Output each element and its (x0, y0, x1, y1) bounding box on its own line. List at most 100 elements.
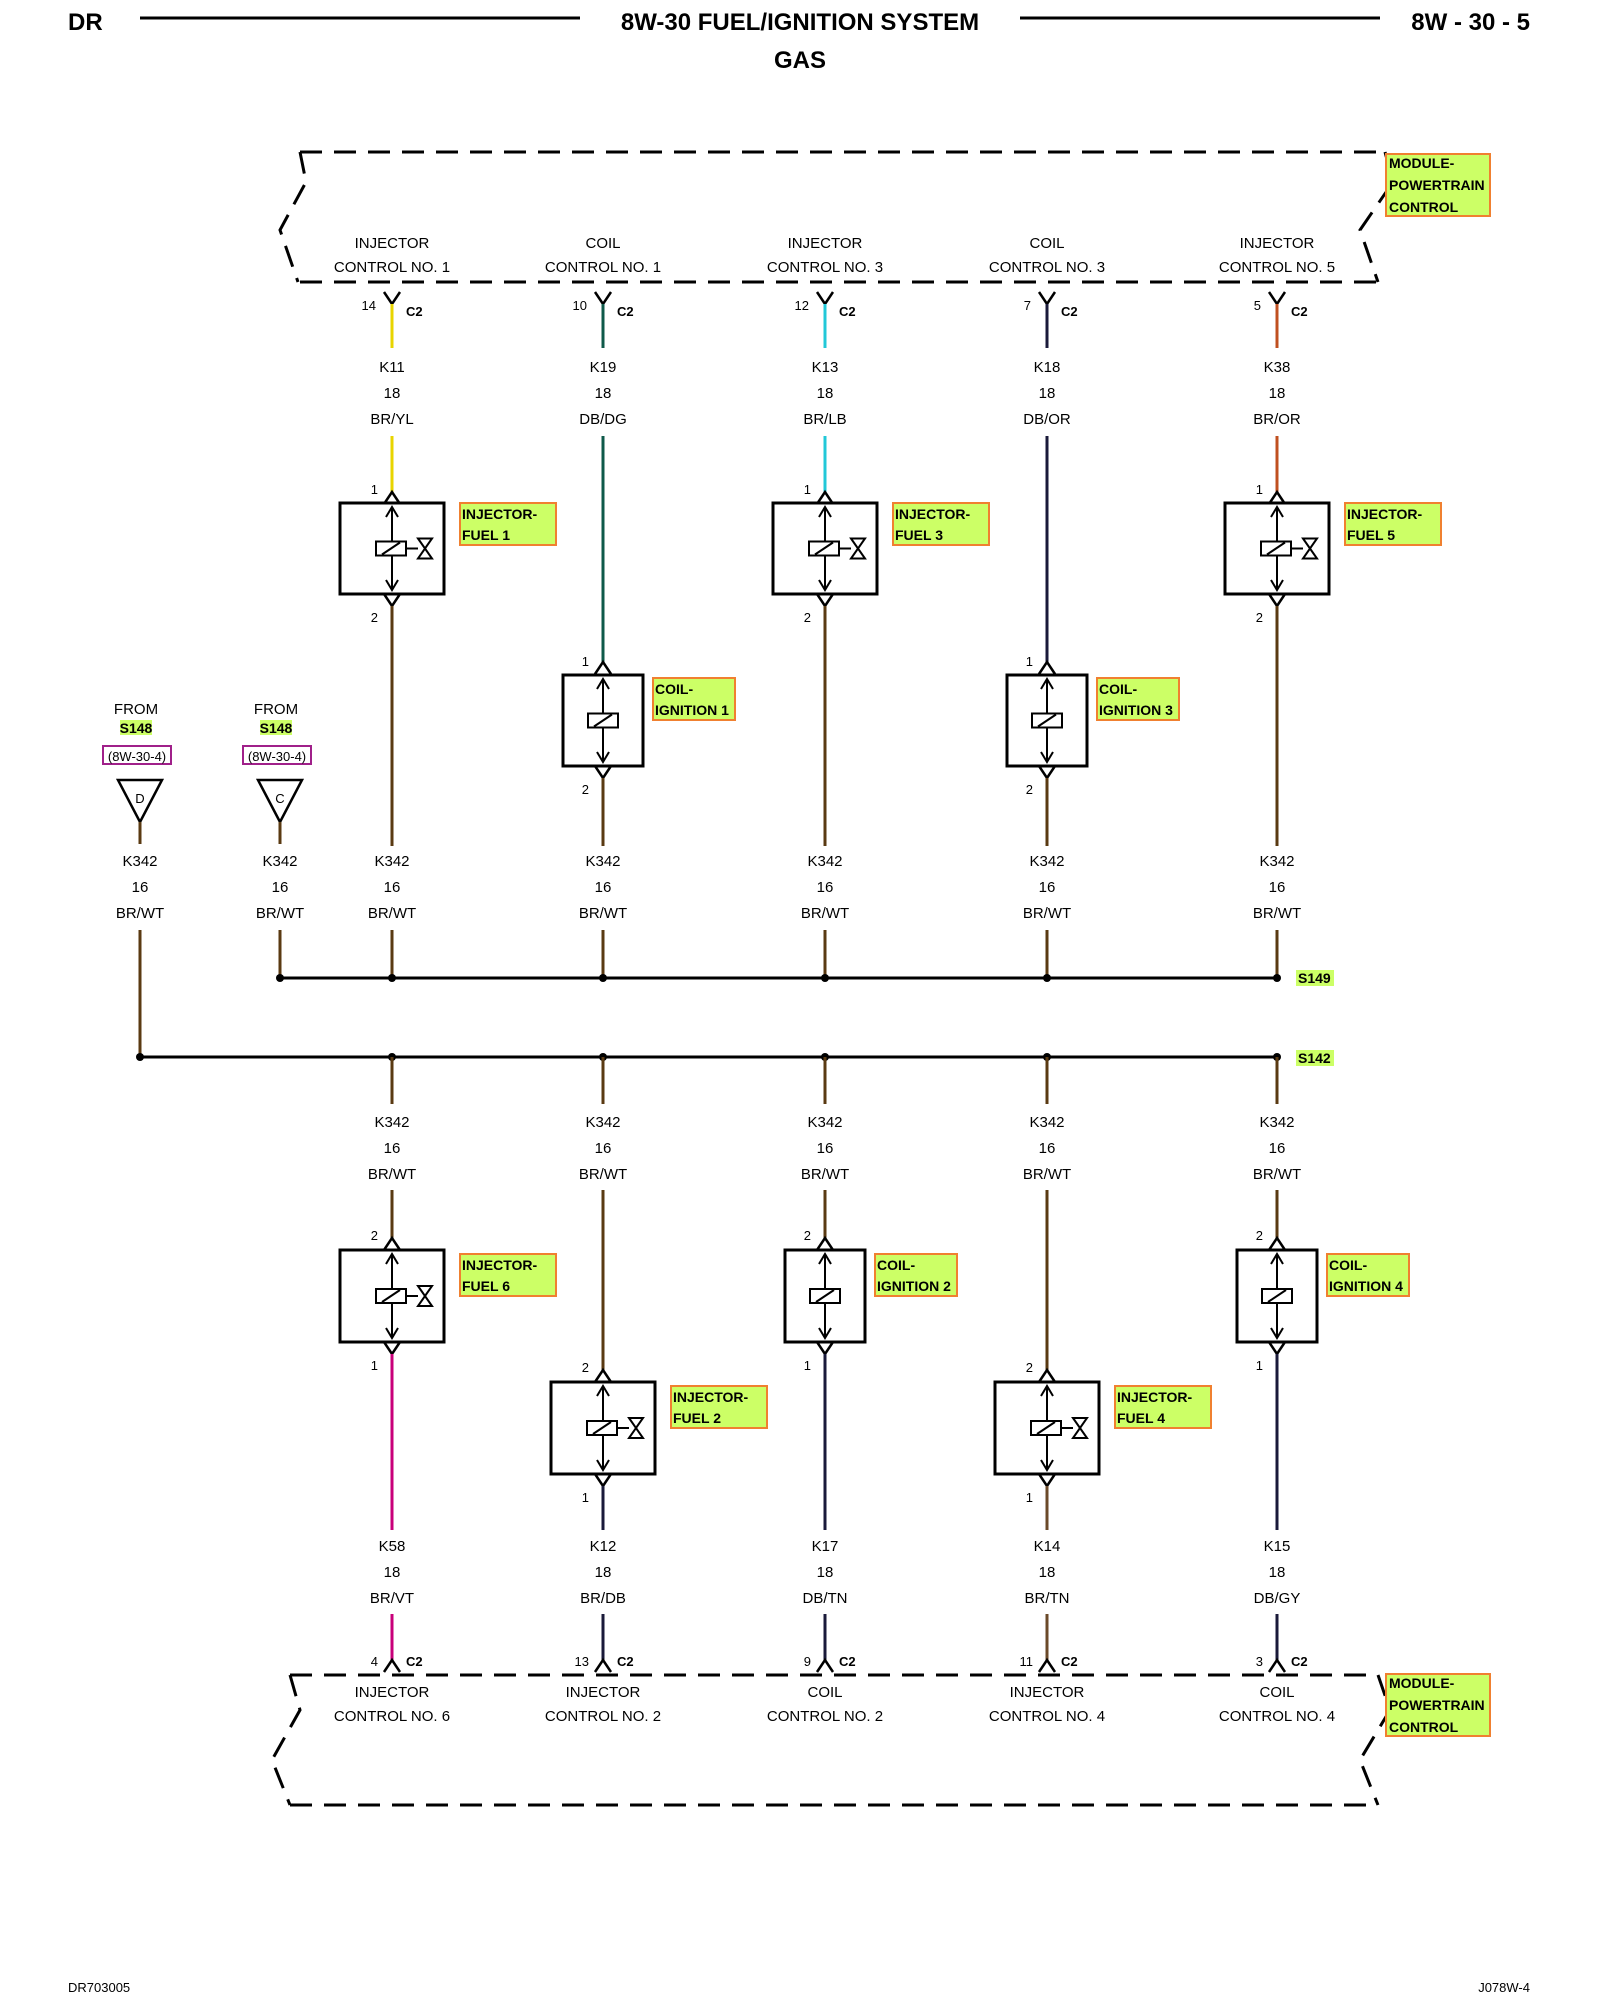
component-label: INJECTOR-FUEL 4 (1114, 1385, 1212, 1429)
pcm-function-label: CONTROL NO. 3 (989, 259, 1105, 276)
pcm-function-label: COIL (807, 1684, 842, 1701)
from-label: FROM (254, 701, 298, 718)
ignition-coil-symbol (1235, 1248, 1319, 1344)
connector-terminal (1267, 1341, 1287, 1357)
wire-circuit-id: K342 (374, 853, 409, 870)
component-pin-in: 2 (804, 1228, 811, 1243)
pcm-pin-number: 11 (1020, 1654, 1034, 1669)
pcm-function-label: CONTROL NO. 5 (1219, 259, 1335, 276)
component-label: INJECTOR-FUEL 6 (459, 1253, 557, 1297)
wire-gauge: 18 (384, 1564, 401, 1581)
connector-cavity: C (275, 791, 284, 806)
component-pin-out: 2 (371, 610, 378, 625)
svg-text:MODULE-: MODULE- (1389, 1675, 1455, 1691)
pcm-function-label: INJECTOR (355, 235, 430, 252)
injector-arrow-up (385, 505, 399, 518)
component-label-line: FUEL 6 (462, 1278, 510, 1294)
svg-text:CONTROL: CONTROL (1389, 1719, 1459, 1735)
coil-slash (593, 713, 613, 728)
injector-arrow-up (596, 1384, 610, 1397)
wire-color-code: BR/YL (370, 411, 413, 428)
wire-color-code: DB/OR (1023, 411, 1071, 428)
component-label-box (892, 502, 990, 546)
module-label-bottom: MODULE- POWERTRAIN CONTROL (1385, 1673, 1491, 1737)
component-label: INJECTOR- FUEL 2 (670, 1385, 768, 1429)
wire-color-code: DB/TN (803, 1590, 848, 1607)
injector-arrow-up (385, 1252, 399, 1265)
page-reference: (8W-30-4) (108, 749, 166, 764)
valve-icon (627, 1417, 645, 1439)
coil-arrow-down (1040, 751, 1054, 764)
connector-terminal (593, 765, 613, 781)
splice-highlight (120, 720, 152, 735)
component-label-line: INJECTOR- (673, 1389, 749, 1405)
wire-gauge: 16 (384, 879, 401, 896)
connector-terminal (815, 291, 835, 307)
wire-color-code: BR/TN (1025, 1590, 1070, 1607)
pcm-function-label: CONTROL NO. 1 (334, 259, 450, 276)
pcm-connector-id: C2 (1061, 304, 1078, 319)
wire-circuit-id: K38 (1264, 359, 1291, 376)
coil-slash (1037, 713, 1057, 728)
splice-node (136, 1053, 144, 1061)
component-label-line: IGNITION 1 (655, 702, 729, 718)
splice-highlight (260, 720, 292, 735)
component-label: INJECTOR-FUEL 1 (459, 502, 557, 546)
wire-circuit-id: K18 (1034, 359, 1061, 376)
wire-color-code: BR/WT (801, 1166, 849, 1183)
injector-arrow-down (385, 579, 399, 592)
coil-slash (1267, 1289, 1287, 1303)
splice-s142-label: S142 (1298, 1050, 1331, 1066)
svg-text:POWERTRAIN: POWERTRAIN (1389, 1697, 1485, 1713)
component-pin-out: 1 (582, 1490, 589, 1505)
injector-symbol (338, 501, 446, 596)
connector-terminal (382, 489, 402, 505)
wire-gauge: 18 (817, 385, 834, 402)
injector-arrow-down (1270, 579, 1284, 592)
pcm-pin-number: 9 (804, 1654, 811, 1669)
component-label-line: FUEL 2 (673, 1410, 721, 1426)
coil-arrow-up (818, 1252, 832, 1265)
connector-terminal (1267, 291, 1287, 307)
splice-node (1043, 974, 1051, 982)
wire-gauge: 18 (1039, 1564, 1056, 1581)
splice-node (276, 974, 284, 982)
component-label-box (1114, 1385, 1212, 1429)
component-label-line: COIL- (1329, 1257, 1367, 1273)
pcm-pin-number: 4 (371, 1654, 378, 1669)
component-label-box (1326, 1253, 1410, 1297)
wire-color-code: BR/WT (256, 905, 304, 922)
wire-circuit-id: K17 (812, 1538, 839, 1555)
wire-gauge: 18 (595, 1564, 612, 1581)
coil-arrow-down (1270, 1327, 1284, 1340)
connector-cavity: D (135, 791, 144, 806)
solenoid-slash (381, 1289, 401, 1303)
wire-gauge: 16 (1269, 879, 1286, 896)
svg-text:POWERTRAIN: POWERTRAIN (1389, 177, 1485, 193)
wire-color-code: BR/WT (368, 1166, 416, 1183)
component-label-box (459, 1253, 557, 1297)
pcm-function-label: INJECTOR (1010, 1684, 1085, 1701)
valve-icon (1071, 1417, 1089, 1439)
coil-arrow-down (596, 751, 610, 764)
connector-terminal (593, 1657, 613, 1673)
wire-circuit-id: K342 (807, 1114, 842, 1131)
connector-terminal (815, 1657, 835, 1673)
pcm-function-label: CONTROL NO. 6 (334, 1708, 450, 1725)
component-label-line: INJECTOR- (1117, 1389, 1193, 1405)
footer-right-code: J078W-4 (1478, 1980, 1530, 1995)
component-label-line: COIL- (877, 1257, 915, 1273)
pcm-pin-number: 3 (1256, 1654, 1263, 1669)
wire-gauge: 16 (132, 879, 149, 896)
injector-arrow-up (818, 505, 832, 518)
wire-gauge: 16 (272, 879, 289, 896)
component-label-box (459, 502, 557, 546)
pcm-function-label: INJECTOR (355, 1684, 430, 1701)
wire-circuit-id: K12 (590, 1538, 617, 1555)
pcm-connector-id: C2 (1061, 1654, 1078, 1669)
